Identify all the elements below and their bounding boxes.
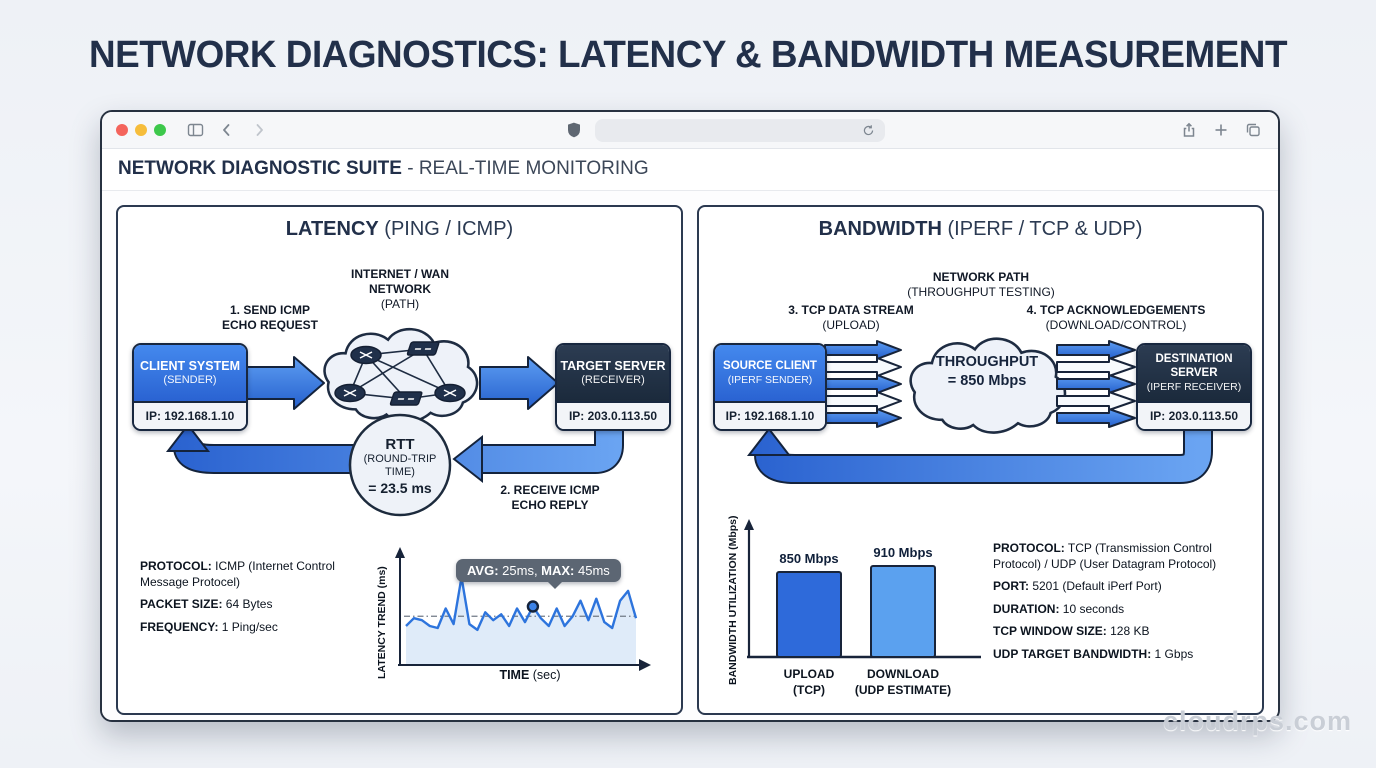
browser-window: NETWORK DIAGNOSTIC SUITE - REAL-TIME MON…	[100, 110, 1280, 722]
detail-tcp-window: TCP WINDOW SIZE: 128 KB	[993, 624, 1150, 639]
step4-label: 4. TCP ACKNOWLEDGEMENTS (DOWNLOAD/CONTRO…	[1026, 303, 1206, 332]
upload-bar	[776, 571, 842, 658]
upload-bar-value: 850 Mbps	[779, 551, 838, 566]
internet-cloud-label: INTERNET / WAN NETWORK (PATH)	[351, 267, 449, 311]
tabs-icon[interactable]	[1242, 119, 1264, 141]
request-arrow-2	[479, 356, 559, 410]
address-bar[interactable]	[595, 118, 885, 142]
back-icon[interactable]	[216, 119, 238, 141]
detail-frequency: FREQUENCY: 1 Ping/sec	[140, 619, 278, 634]
request-arrow-1	[245, 356, 325, 410]
rtt-label: RTT (ROUND-TRIP TIME) = 23.5 ms	[363, 436, 437, 496]
destination-server-node: DESTINATION SERVER(IPERF RECEIVER) IP: 2…	[1136, 343, 1252, 431]
sidebar-icon[interactable]	[184, 119, 206, 141]
site-header: NETWORK DIAGNOSTIC SUITE - REAL-TIME MON…	[102, 149, 1278, 191]
forward-icon[interactable]	[248, 119, 270, 141]
bandwidth-panel-title: BANDWIDTH (IPERF / TCP & UDP)	[818, 218, 1143, 240]
bandwidth-panel: 850 Mbps 910 Mbps BANDWIDTH (IPERF / TCP…	[697, 205, 1264, 715]
latency-chart-ylabel: LATENCY TREND (ms)	[376, 566, 388, 679]
bandwidth-details: PROTOCOL: TCP (Transmission Control Prot…	[993, 541, 1255, 670]
latency-panel-title: LATENCY (PING / ICMP)	[285, 218, 514, 240]
detail-port: PORT: 5201 (Default iPerf Port)	[993, 579, 1162, 594]
upload-arrows	[824, 340, 902, 428]
content: LATENCY (PING / ICMP) INTERNET / WAN NET…	[102, 191, 1278, 720]
close-window-button[interactable]	[116, 124, 128, 136]
server-ip: IP: 203.0.113.50	[557, 401, 669, 429]
step1-label: 1. SEND ICMP ECHO REQUEST	[221, 303, 318, 332]
latency-tooltip: AVG: 25ms, MAX: 45ms	[456, 559, 621, 589]
watermark: cloudrps.com	[1162, 706, 1352, 736]
detail-protocol: PROTOCOL: TCP (Transmission Control Prot…	[993, 541, 1217, 571]
step2-label: 2. RECEIVE ICMP ECHO REPLY	[500, 483, 600, 512]
latency-diagram	[165, 327, 651, 671]
rtt-circle	[348, 413, 452, 517]
detail-packet-size: PACKET SIZE: 64 Bytes	[140, 597, 273, 612]
bandwidth-chart: 850 Mbps 910 Mbps	[744, 519, 981, 659]
latency-chart	[395, 547, 651, 671]
upload-bar-label: UPLOAD (TCP)	[783, 667, 835, 697]
page-title: NETWORK DIAGNOSTICS: LATENCY & BANDWIDTH…	[89, 34, 1287, 76]
step3-label: 3. TCP DATA STREAM (UPLOAD)	[788, 303, 914, 332]
browser-toolbar	[102, 112, 1278, 149]
site-header-bold: NETWORK DIAGNOSTIC SUITE	[118, 158, 402, 179]
minimize-window-button[interactable]	[135, 124, 147, 136]
detail-udp-target: UDP TARGET BANDWIDTH: 1 Gbps	[993, 646, 1194, 661]
shield-icon[interactable]	[563, 119, 585, 141]
ack-arrowhead	[746, 427, 792, 456]
latency-chart-xlabel: TIME (sec)	[499, 668, 561, 682]
target-server-node: TARGET SERVER(RECEIVER) IP: 203.0.113.50	[555, 343, 671, 431]
download-bar-value: 910 Mbps	[873, 545, 932, 560]
client-ip: IP: 192.168.1.10	[134, 401, 246, 429]
reload-icon[interactable]	[861, 122, 877, 138]
throughput-label: THROUGHPUT = 850 Mbps	[935, 354, 1039, 389]
latency-marker-dot	[526, 600, 540, 613]
bandwidth-diagram: 850 Mbps 910 Mbps	[744, 337, 1213, 659]
zoom-window-button[interactable]	[154, 124, 166, 136]
network-path-label: NETWORK PATH (THROUGHPUT TESTING)	[907, 270, 1055, 299]
latency-details: PROTOCOL: ICMP (Internet Control Message…	[140, 559, 355, 642]
download-bar	[870, 565, 936, 658]
switch-icons	[389, 341, 440, 406]
router-icons	[334, 345, 466, 403]
destination-ip: IP: 203.0.113.50	[1138, 401, 1250, 429]
internet-cloud	[323, 327, 479, 424]
site-header-rest: - REAL-TIME MONITORING	[401, 158, 649, 179]
new-tab-icon[interactable]	[1210, 119, 1232, 141]
rtt-arrowhead	[452, 434, 483, 484]
share-icon[interactable]	[1178, 119, 1200, 141]
latency-panel: LATENCY (PING / ICMP) INTERNET / WAN NET…	[116, 205, 683, 715]
client-system-node: CLIENT SYSTEM(SENDER) IP: 192.168.1.10	[132, 343, 248, 431]
source-ip: IP: 192.168.1.10	[715, 401, 825, 429]
detail-protocol: PROTOCOL: ICMP (Internet Control Message…	[140, 559, 335, 589]
download-arrows	[1056, 340, 1136, 428]
download-bar-label: DOWNLOAD (UDP ESTIMATE)	[854, 667, 952, 697]
source-client-node: SOURCE CLIENT(IPERF SENDER) IP: 192.168.…	[713, 343, 827, 431]
bandwidth-chart-ylabel: BANDWIDTH UTILIZATION (Mbps)	[727, 515, 739, 685]
reply-arrowhead	[165, 423, 211, 452]
traffic-lights	[116, 124, 166, 136]
detail-duration: DURATION: 10 seconds	[993, 601, 1125, 616]
